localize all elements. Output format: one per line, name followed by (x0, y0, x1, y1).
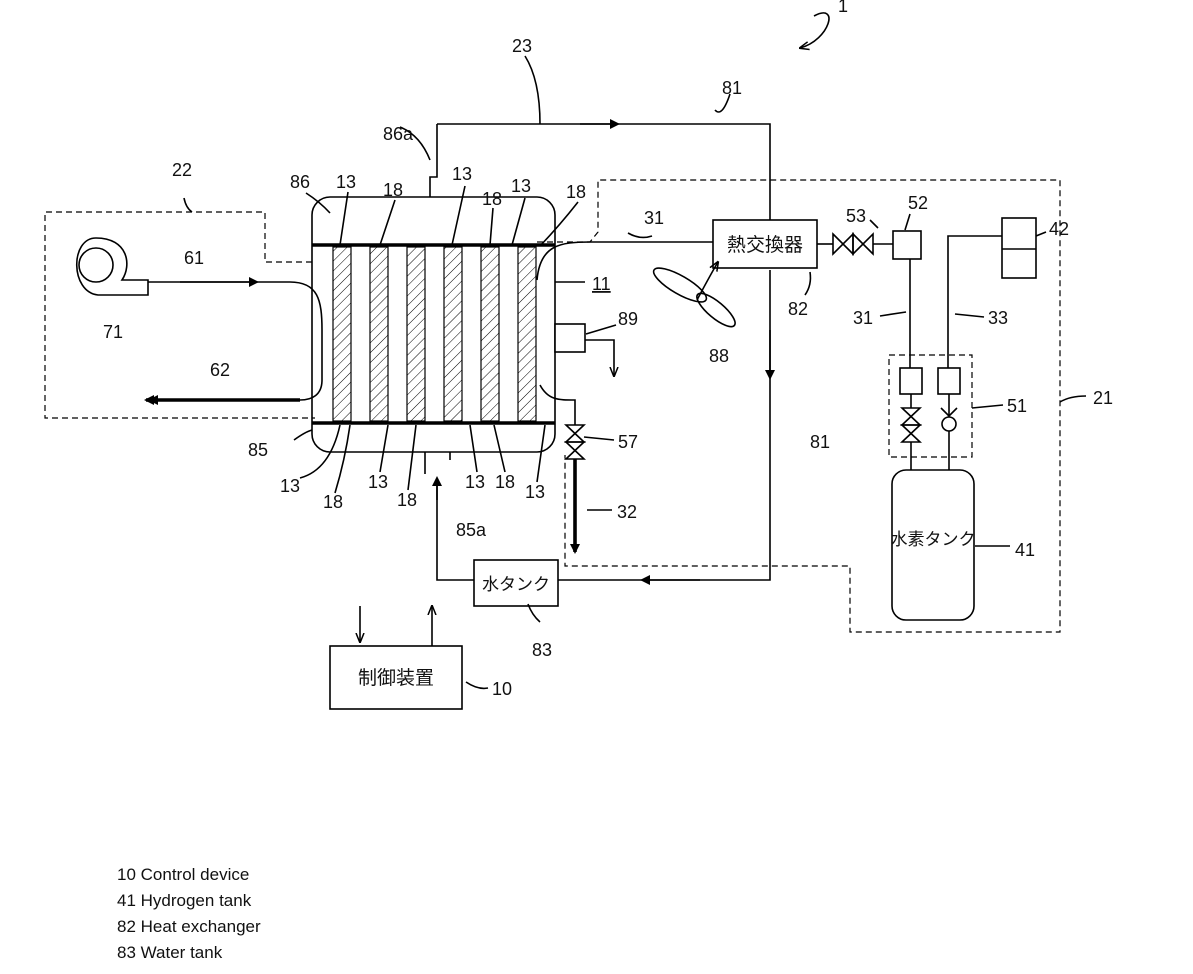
air-supply-line-61 (148, 282, 322, 400)
ref-41: 41 (1015, 540, 1035, 560)
heat-exchanger-label: 熱交換器 (727, 234, 803, 256)
ref-31-right: 31 (853, 308, 873, 328)
regulator-52 (893, 231, 921, 259)
ref-61: 61 (184, 248, 204, 268)
ref-42: 42 (1049, 219, 1069, 239)
ref-33: 33 (988, 308, 1008, 328)
ref-86a: 86a (383, 124, 414, 144)
ref-86: 86 (290, 172, 310, 192)
filling-receptacle (1002, 218, 1036, 278)
legend-item: 41 Hydrogen tank (117, 888, 517, 914)
ref-18-e: 18 (397, 490, 417, 510)
ref-83: 83 (532, 640, 552, 660)
ref-85: 85 (248, 440, 268, 460)
ref-52: 52 (908, 193, 928, 213)
legend-item: 10 Control device (117, 862, 517, 888)
ref-53: 53 (846, 206, 866, 226)
ref-82: 82 (788, 299, 808, 319)
valve-53-fill (853, 234, 873, 254)
legend: 10 Control device 41 Hydrogen tank 82 He… (117, 862, 517, 966)
ref-57: 57 (618, 432, 638, 452)
ref-13-g: 13 (525, 482, 545, 502)
cooling-fan (650, 262, 740, 332)
ref-18-d: 18 (323, 492, 343, 512)
ref-18-a: 18 (383, 180, 403, 200)
ref-71: 71 (103, 322, 123, 342)
purge-valve-57 (566, 425, 584, 442)
ref-18-b: 18 (482, 189, 502, 209)
hydrogen-line-31 (537, 242, 713, 280)
ref-18-f: 18 (495, 472, 515, 492)
module-box-left (900, 368, 922, 394)
control-device-label: 制御装置 (358, 667, 434, 689)
purge-line (540, 385, 575, 425)
ref-18-c: 18 (566, 182, 586, 202)
ref-13-e: 13 (368, 472, 388, 492)
ref-88: 88 (709, 346, 729, 366)
legend-item: 82 Heat exchanger (117, 914, 517, 940)
ref-89: 89 (618, 309, 638, 329)
ref-32: 32 (617, 502, 637, 522)
coolant-inlet-85 (425, 452, 450, 474)
ref-13-a: 13 (336, 172, 356, 192)
ref-51: 51 (1007, 396, 1027, 416)
module-box-right (938, 368, 960, 394)
hydrogen-tank-label: 水素タンク (891, 530, 976, 550)
ref-81-top: 81 (722, 78, 742, 98)
water-tank-label: 水タンク (482, 575, 550, 595)
ref-13-c: 13 (511, 176, 531, 196)
ref-13-d: 13 (280, 476, 300, 496)
shutoff-valve (902, 408, 920, 425)
ref-13-f: 13 (465, 472, 485, 492)
ref-85a: 85a (456, 520, 487, 540)
air-blower (77, 238, 148, 295)
boundary-22 (45, 212, 315, 418)
drain-line (585, 340, 614, 376)
ref-31-top: 31 (644, 208, 664, 228)
ref-10: 10 (492, 679, 512, 699)
valve-53 (833, 234, 853, 254)
ref-81-right: 81 (810, 432, 830, 452)
ref-21: 21 (1093, 388, 1113, 408)
coolant-outlet-86a (430, 124, 437, 197)
fuel-cell-stack (312, 197, 555, 452)
line-33 (948, 236, 1002, 368)
legend-item: 83 Water tank (117, 940, 517, 966)
ref-1: 1 (838, 0, 848, 16)
ref-22: 22 (172, 160, 192, 180)
ref-62: 62 (210, 360, 230, 380)
coolant-line-81 (555, 270, 770, 580)
ref-23: 23 (512, 36, 532, 56)
ref-11: 11 (592, 274, 611, 294)
drain-unit-89 (555, 324, 585, 352)
ref-13-b: 13 (452, 164, 472, 184)
